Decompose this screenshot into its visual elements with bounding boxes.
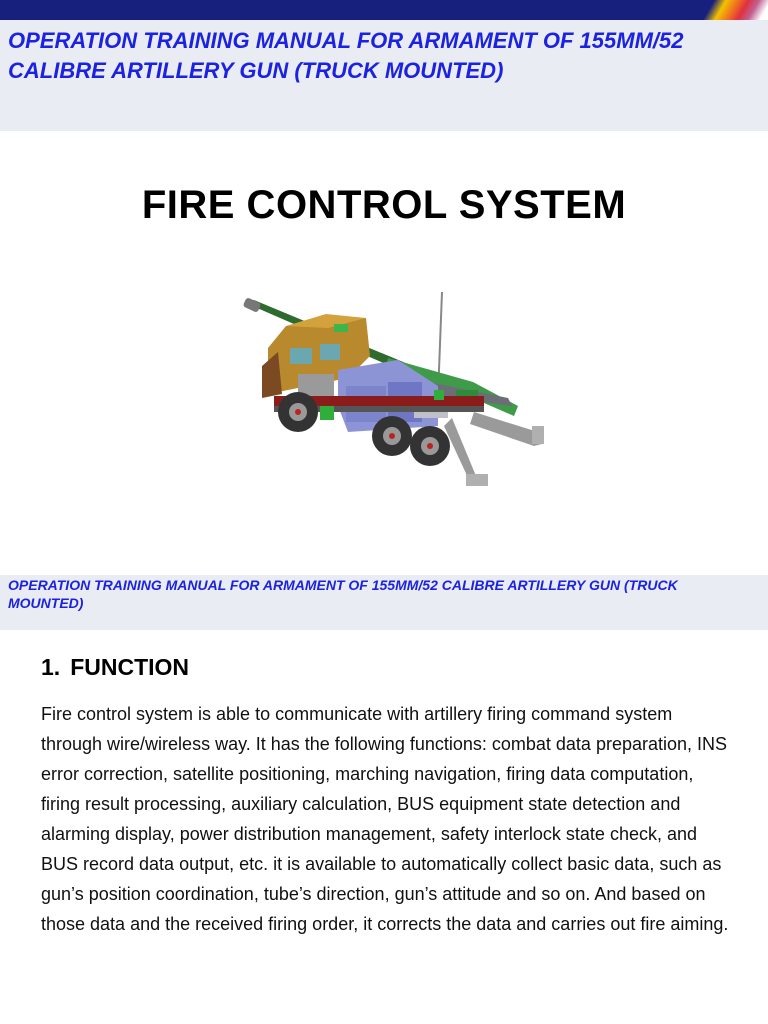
section-number: 1. (41, 654, 61, 680)
header-band (0, 20, 768, 131)
decorative-stripes (698, 0, 768, 20)
artillery-truck-figure (238, 286, 554, 496)
subheader-band (0, 575, 768, 630)
section-title: FUNCTION (70, 654, 190, 680)
manual-subheader-title: OPERATION TRAINING MANUAL FOR ARMAMENT O… (8, 577, 678, 611)
slide-title: FIRE CONTROL SYSTEM (141, 183, 627, 227)
section-heading: 1. FUNCTION (41, 654, 189, 681)
top-color-bar (0, 0, 768, 20)
truck-mounted-artillery-gun-illustration (243, 291, 544, 486)
manual-header-title: OPERATION TRAINING MANUAL FOR ARMAMENT O… (8, 28, 684, 83)
section-body-text: Fire control system is able to communica… (41, 704, 729, 934)
